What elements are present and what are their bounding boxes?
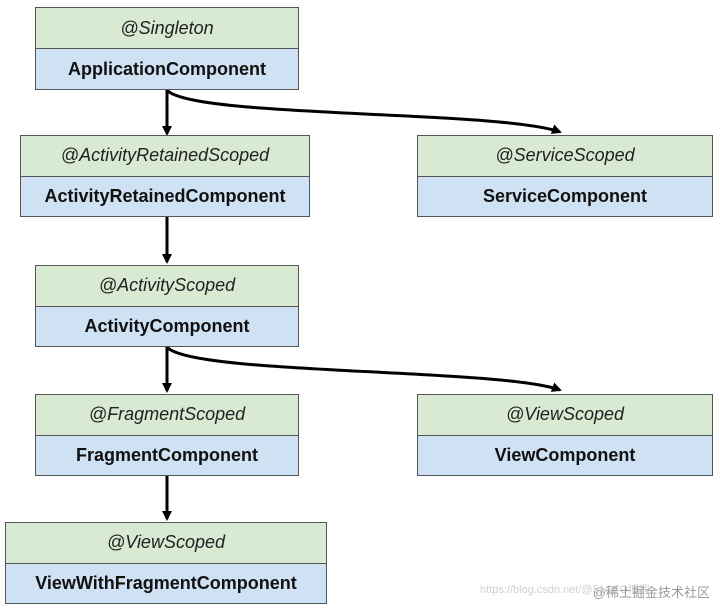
node-fragment: @FragmentScoped FragmentComponent — [35, 394, 299, 476]
node-fragment-component: FragmentComponent — [36, 435, 298, 475]
node-service-component: ServiceComponent — [418, 176, 712, 216]
node-view-scope: @ViewScoped — [418, 395, 712, 436]
edge-activity-to-view — [165, 345, 562, 392]
node-activity-component: ActivityComponent — [36, 306, 298, 346]
watermark: @稀土掘金技术社区 — [592, 585, 710, 600]
node-activity-retained-scope: @ActivityRetainedScoped — [21, 136, 309, 177]
node-activity-scope: @ActivityScoped — [36, 266, 298, 307]
node-service: @ServiceScoped ServiceComponent — [417, 135, 713, 217]
node-view-with-fragment-scope: @ViewScoped — [6, 523, 326, 564]
node-view: @ViewScoped ViewComponent — [417, 394, 713, 476]
node-view-with-fragment-component: ViewWithFragmentComponent — [6, 563, 326, 603]
watermark-faint: https://blog.csdn.net/@51CTO博客 — [480, 584, 650, 596]
edge-application-to-service — [165, 88, 562, 134]
node-application-component: ApplicationComponent — [36, 49, 298, 89]
node-view-with-fragment: @ViewScoped ViewWithFragmentComponent — [5, 522, 327, 604]
node-application-scope: @Singleton — [36, 8, 298, 49]
node-view-component: ViewComponent — [418, 435, 712, 475]
node-application: @Singleton ApplicationComponent — [35, 7, 299, 90]
node-activity-retained-component: ActivityRetainedComponent — [21, 176, 309, 216]
node-service-scope: @ServiceScoped — [418, 136, 712, 177]
node-activity: @ActivityScoped ActivityComponent — [35, 265, 299, 347]
node-activity-retained: @ActivityRetainedScoped ActivityRetained… — [20, 135, 310, 217]
node-fragment-scope: @FragmentScoped — [36, 395, 298, 436]
